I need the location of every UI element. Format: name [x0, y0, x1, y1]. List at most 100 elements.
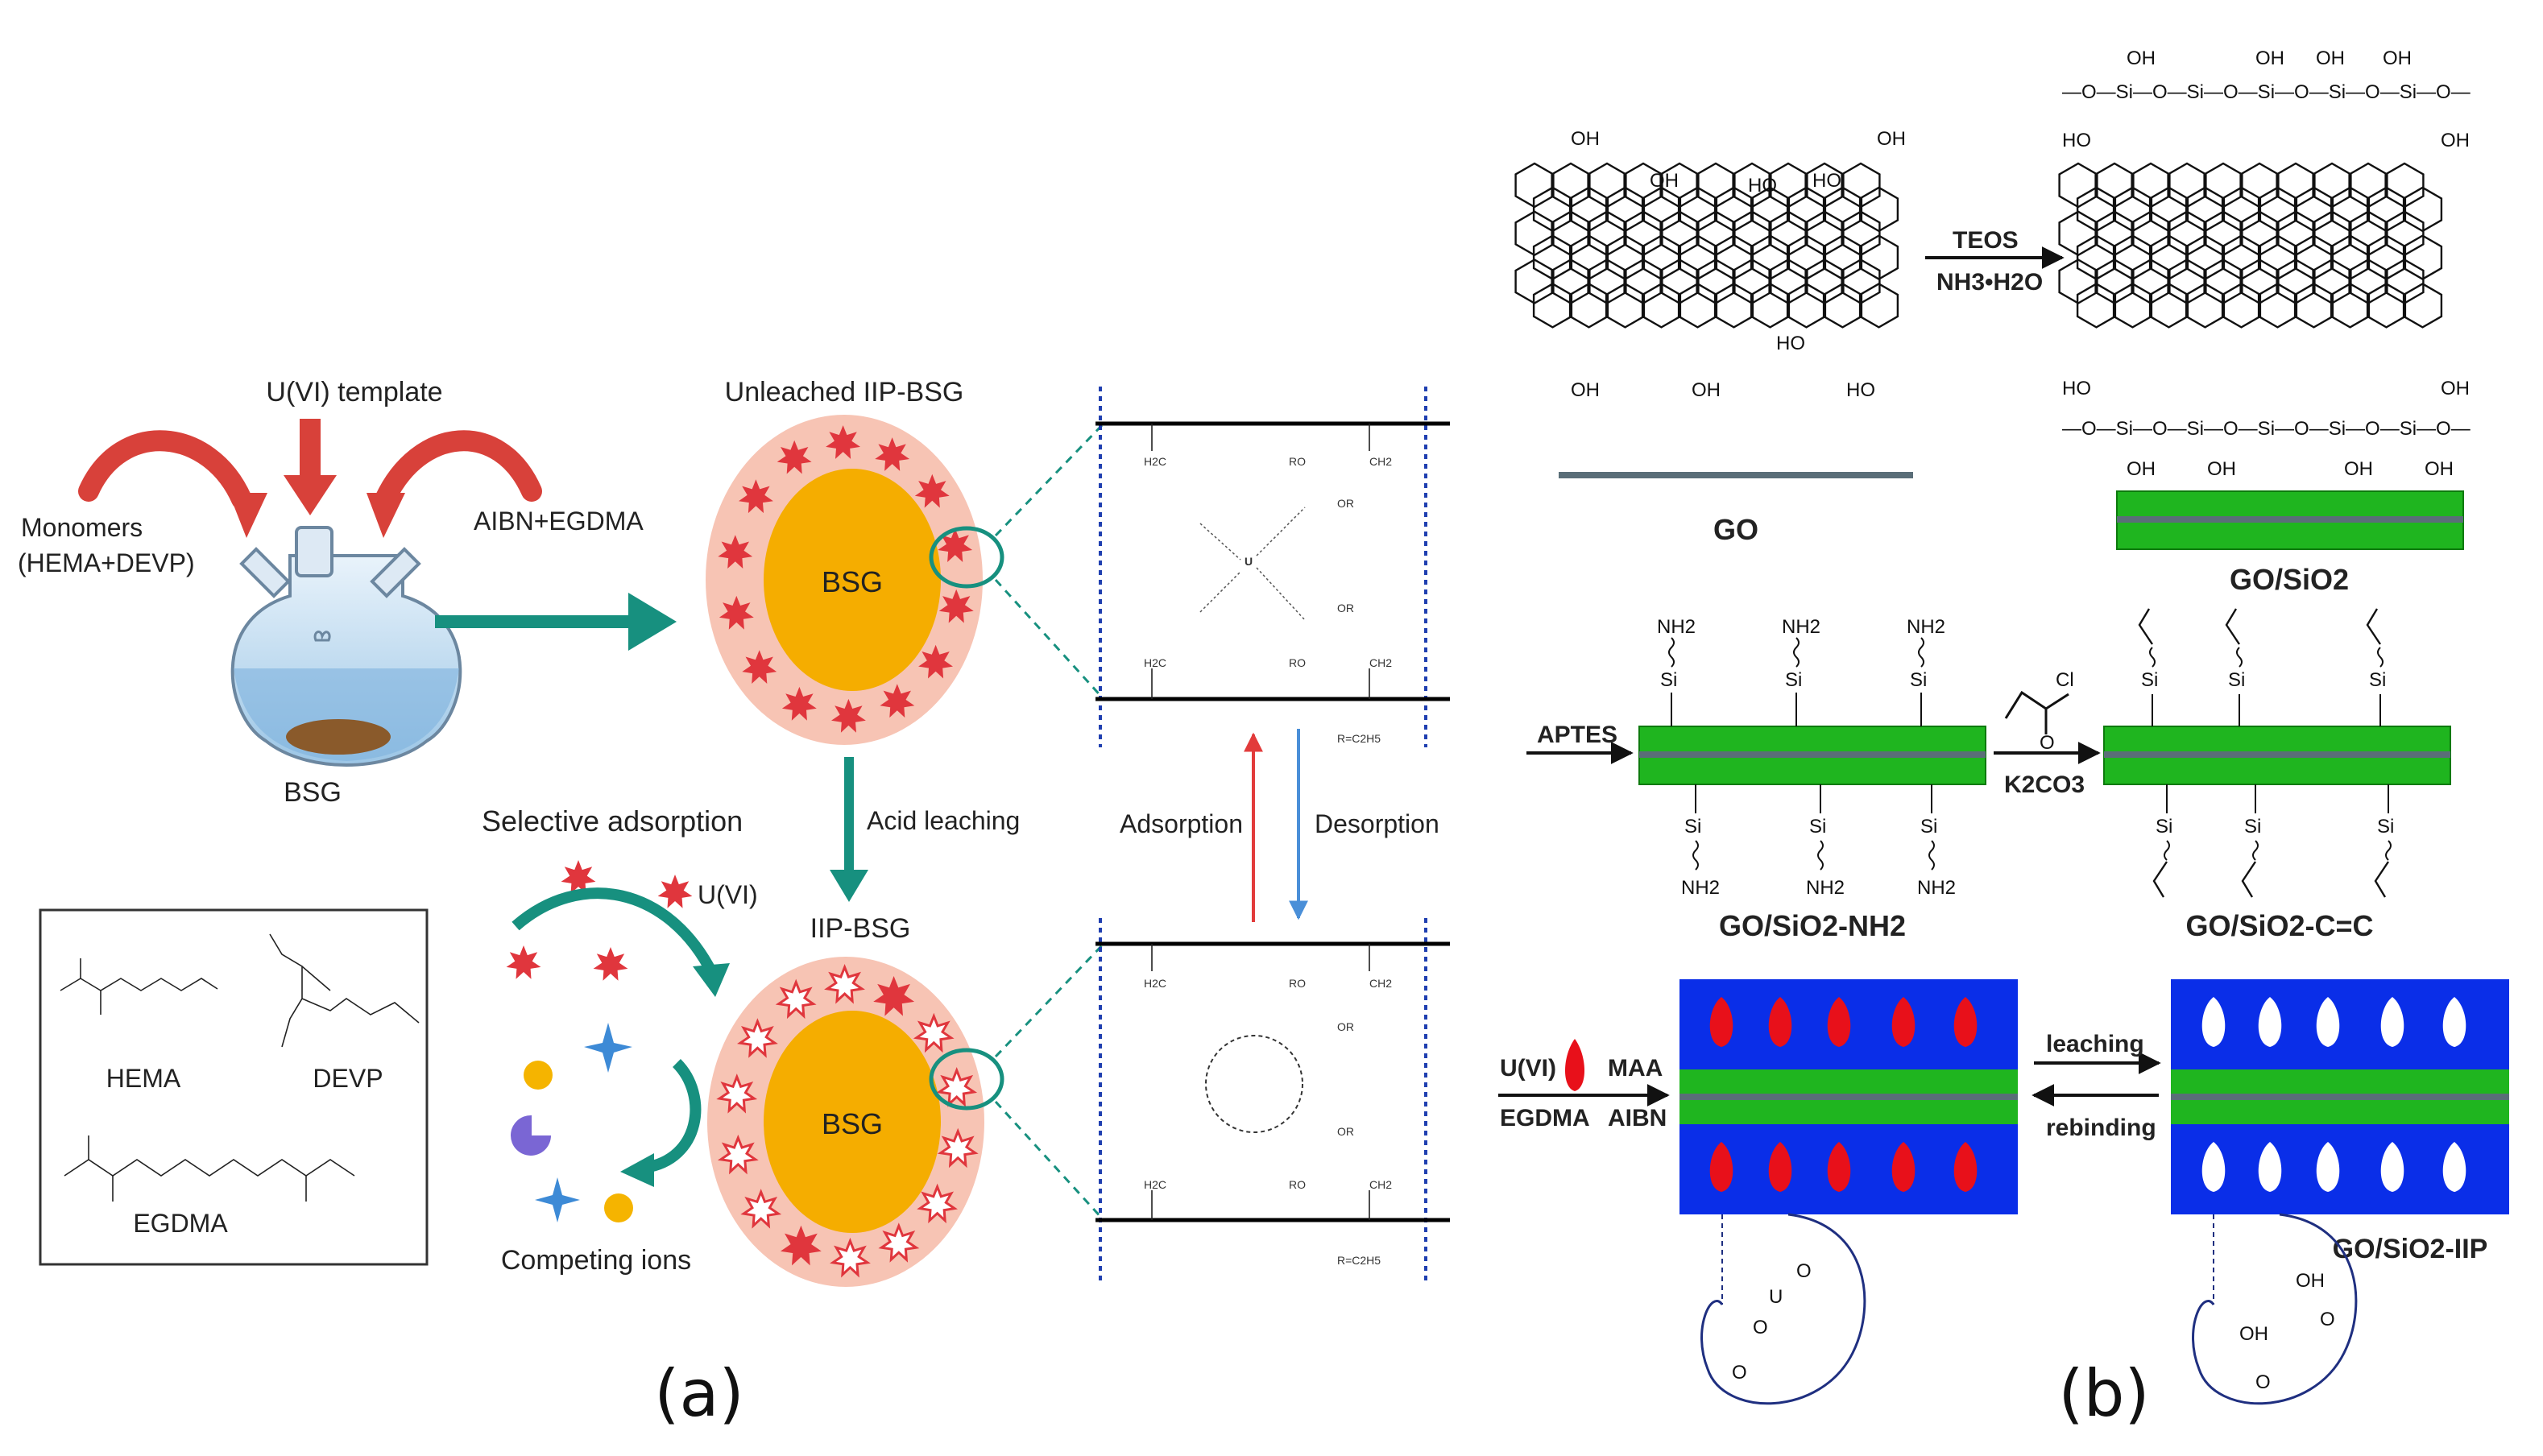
nh3-label: NH3•H2O [1936, 269, 2043, 296]
empty-cavity-icon [917, 1183, 958, 1224]
empty-bubble-outline [2192, 1213, 2358, 1405]
pie-ion-icon [510, 1115, 551, 1156]
aptes-label: APTES [1537, 722, 1617, 748]
unleached-particle: Unleached IIP-BSG BSG [706, 377, 1105, 745]
empty-cavity-icon [2442, 997, 2466, 1047]
panel-b-caption: (b) [2058, 1356, 2149, 1431]
unleached-title: Unleached IIP-BSG [725, 377, 964, 407]
si-label: Si [2244, 816, 2261, 838]
propyl-chain [2236, 647, 2243, 668]
unleached-core-label: BSG [822, 565, 883, 598]
propyl-chain [1918, 637, 1924, 668]
uranium-drop-icon [1891, 997, 1916, 1047]
propyl-chain [1692, 840, 1699, 871]
bubble-u-label: U [1769, 1286, 1783, 1308]
or-label-2: OR [1337, 602, 1354, 614]
si-label: Si [2228, 669, 2245, 691]
zoom-line-bottom-2 [994, 1100, 1105, 1222]
silica-network-bottom: HO OH —O—Si—O—Si—O—Si—O—Si—O—Si—O— OH OH… [2062, 378, 2471, 480]
zoom-line-bottom-1 [994, 942, 1105, 1058]
monomer-structures-box: HEMA DEVP EGDMA [39, 908, 429, 1266]
monomer-arrow-head [229, 493, 267, 538]
iip-empty-block [2171, 979, 2509, 1214]
ch2-label: CH2 [1369, 977, 1392, 990]
uranium-star-icon [742, 650, 777, 684]
competing-ions [510, 1023, 702, 1222]
uranium-drop-icon [1953, 1142, 1978, 1192]
go-ho-label: HO [1748, 175, 1777, 196]
empty-cavity-icon [830, 1237, 871, 1278]
go-sio2-nh2-label: GO/SiO2-NH2 [1719, 909, 1906, 942]
propyl-chain [2252, 840, 2259, 861]
uranium-drop-icon [1768, 997, 1792, 1047]
empty-cavity-icon [2380, 997, 2404, 1047]
si-o-chain: —O—Si—O—Si—O—Si—O—Si—O—Si—O— [2062, 81, 2471, 103]
bsg-sediment [286, 719, 391, 755]
go-oh-label: OH [1571, 128, 1600, 150]
uranium-star-icon [880, 684, 915, 718]
flask-left-neck [239, 547, 291, 598]
vinyl-bond [2138, 608, 2153, 645]
nh2-label: NH2 [1782, 616, 1820, 638]
si-o-chain: —O—Si—O—Si—O—Si—O—Si—O—Si—O— [2062, 418, 2471, 440]
uranium-star-icon [938, 589, 974, 623]
adsorption-curved-arrow [511, 887, 719, 978]
monomers-label: Monomers [21, 513, 143, 542]
empty-cavity-icon [737, 1018, 778, 1058]
go-sio2-structure [2058, 162, 2443, 329]
empty-cavity-icon [716, 1073, 758, 1114]
leached-title: IIP-BSG [810, 913, 911, 944]
leached-particle: IIP-BSG BSG [707, 913, 1105, 1287]
ro-label-2: RO [1289, 656, 1306, 669]
si-label: Si [2369, 669, 2386, 691]
h2c-label: H2C [1144, 977, 1166, 990]
empty-cavity-icon [775, 978, 817, 1020]
uranium-star-icon [826, 425, 860, 459]
empty-cavities [2201, 997, 2466, 1192]
empty-cavity-icon [2258, 1142, 2282, 1192]
uranium-star-icon [780, 1225, 822, 1266]
carbonyl-o-label: O [2040, 732, 2055, 754]
go-sio2-label: GO/SiO2 [2230, 563, 2349, 596]
sparkle-ion-icon [535, 1177, 580, 1222]
sio2-ho-label: HO [2062, 130, 2091, 151]
si-label: Si [2156, 816, 2172, 838]
vinyl-bond [2225, 608, 2240, 645]
complex-zoom-top: H2C RO CH2 OR U H2C RO CH2 OR R=C2H5 [1095, 387, 1450, 747]
acid-leaching-arrow [830, 757, 868, 902]
go-oh-label: OH [1692, 379, 1721, 401]
k2co3-label: K2CO3 [2004, 771, 2085, 798]
go-structure [1514, 162, 1899, 329]
zoom-line-top-1 [994, 422, 1105, 537]
uranium-star-icon [719, 595, 754, 630]
uranyl-label: U [1245, 555, 1253, 568]
go-ho-label: HO [1846, 379, 1875, 401]
r-group-bottom-label: R=C2H5 [1337, 1254, 1381, 1267]
panel-b: OH OH HO HO OH OH OH HO HO GO TEOS NH3•H… [1498, 48, 2509, 1431]
initiator-arrow-head [367, 493, 405, 538]
uranium-drops [1709, 997, 1978, 1192]
rebinding-label: rebinding [2046, 1115, 2156, 1141]
or-label-2: OR [1337, 1125, 1354, 1138]
empty-cavity-icon [937, 1127, 979, 1169]
bubble-oh-label: OH [2239, 1323, 2268, 1345]
go-sio2-cc-label: GO/SiO2-C=C [2185, 909, 2373, 942]
droplet-icon [313, 631, 331, 642]
reaction-flask: U(VI) template Monomers (HEMA+DEVP) AIBN… [18, 377, 644, 808]
egdma-label: EGDMA [133, 1209, 228, 1238]
uranium-star-icon [777, 440, 812, 474]
uranium-star-icon [914, 474, 950, 508]
leached-core-label: BSG [822, 1107, 883, 1140]
zoom-circle-top [929, 526, 1004, 589]
cavity-circle [1205, 1035, 1303, 1133]
sio2-oh-label: OH [2316, 48, 2345, 69]
empty-cavity-icon [824, 964, 865, 1004]
uranium-label: U(VI) [698, 880, 758, 909]
empty-cavity-icon [936, 1067, 978, 1107]
iip-loaded-block [1679, 979, 2018, 1214]
hema-structure [60, 978, 218, 991]
sio2-oh-label: OH [2207, 458, 2236, 480]
